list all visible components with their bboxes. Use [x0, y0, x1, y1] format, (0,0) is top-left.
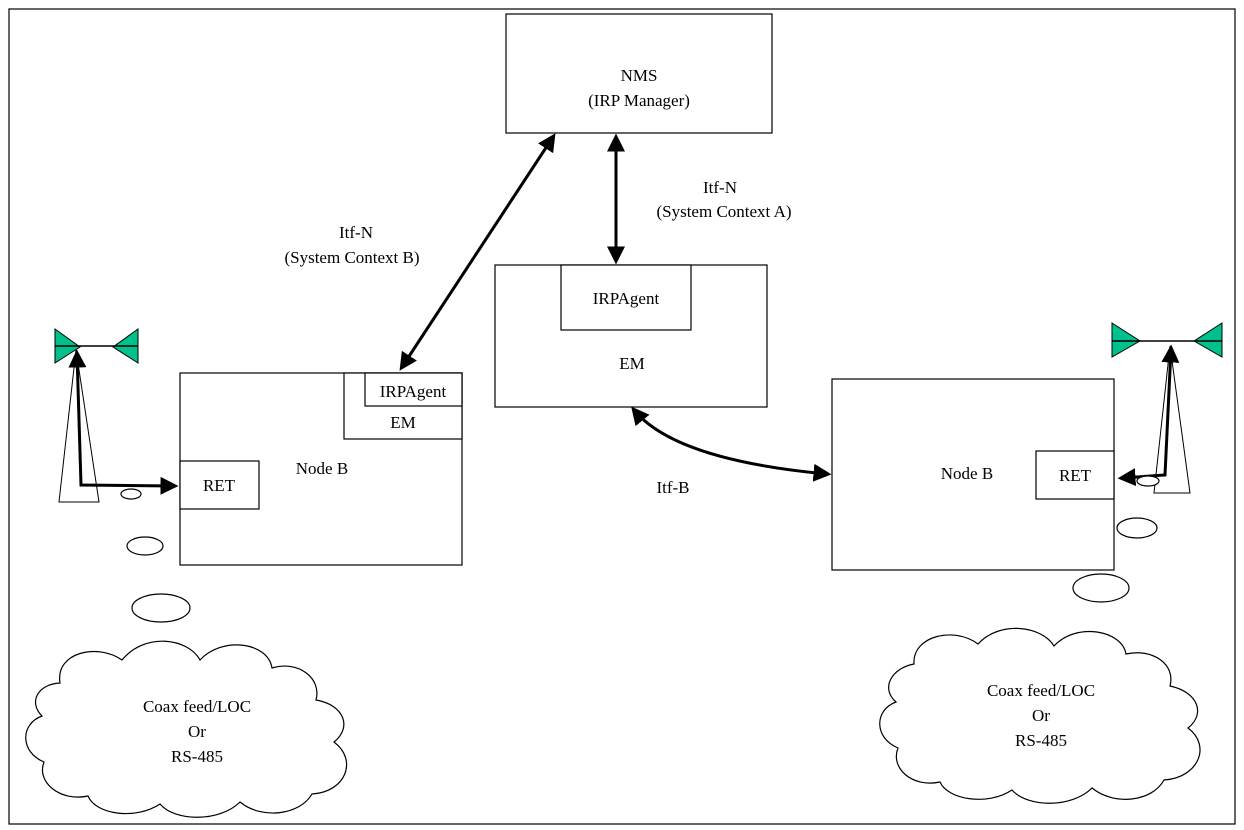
nms-box: NMS (IRP Manager) — [505, 13, 773, 134]
itf-n-context-a-line2: (System Context A) — [656, 202, 791, 221]
nms-title: NMS — [621, 66, 658, 85]
left-cloud-line2: Or — [188, 722, 206, 741]
left-bubble-medium — [126, 536, 164, 556]
right-ret-label: RET — [1059, 466, 1092, 485]
right-ret-box — [1035, 450, 1115, 500]
em-center-box: IRPAgent EM — [494, 264, 768, 408]
right-cloud-line1: Coax feed/LOC — [987, 681, 1095, 700]
left-cloud: Coax feed/LOC Or RS-485 — [25, 640, 348, 818]
left-cloud-line1: Coax feed/LOC — [143, 697, 251, 716]
right-node-b-box: Node B RET — [831, 378, 1115, 571]
right-antenna-icon — [1111, 322, 1223, 494]
right-cloud-line3: RS-485 — [1015, 731, 1067, 750]
right-cloud: Coax feed/LOC Or RS-485 — [879, 627, 1201, 804]
right-bubble-small — [1136, 475, 1160, 487]
left-irpagent-label: IRPAgent — [380, 382, 447, 401]
left-ret-label: RET — [203, 476, 236, 495]
itf-n-context-b-line1: Itf-N — [339, 223, 373, 242]
em-center-irpagent-box — [560, 264, 692, 331]
left-ret-box — [179, 460, 260, 510]
left-bubble-large — [131, 593, 191, 623]
left-bubble-small — [120, 488, 142, 500]
em-center-label: EM — [619, 354, 645, 373]
left-em-label: EM — [390, 413, 416, 432]
itf-b-arrow — [631, 406, 832, 482]
left-node-b-label: Node B — [296, 459, 348, 478]
left-node-b-box: Node B IRPAgent EM RET — [179, 372, 463, 566]
right-cloud-line2: Or — [1032, 706, 1050, 725]
nms-subtitle: (IRP Manager) — [588, 91, 690, 110]
em-center-irpagent-label: IRPAgent — [593, 289, 660, 308]
right-node-b-label: Node B — [941, 464, 993, 483]
left-antenna-icon — [54, 328, 179, 503]
itf-n-context-b-line2: (System Context B) — [284, 248, 419, 267]
itf-n-context-b-arrow — [399, 133, 556, 371]
itf-b-label: Itf-B — [656, 478, 689, 497]
right-bubble-large — [1072, 573, 1130, 603]
right-bubble-medium — [1116, 517, 1158, 539]
diagram-frame — [8, 8, 1236, 825]
left-cloud-line3: RS-485 — [171, 747, 223, 766]
itf-n-context-a-line1: Itf-N — [703, 178, 737, 197]
left-irpagent-box — [364, 372, 463, 407]
